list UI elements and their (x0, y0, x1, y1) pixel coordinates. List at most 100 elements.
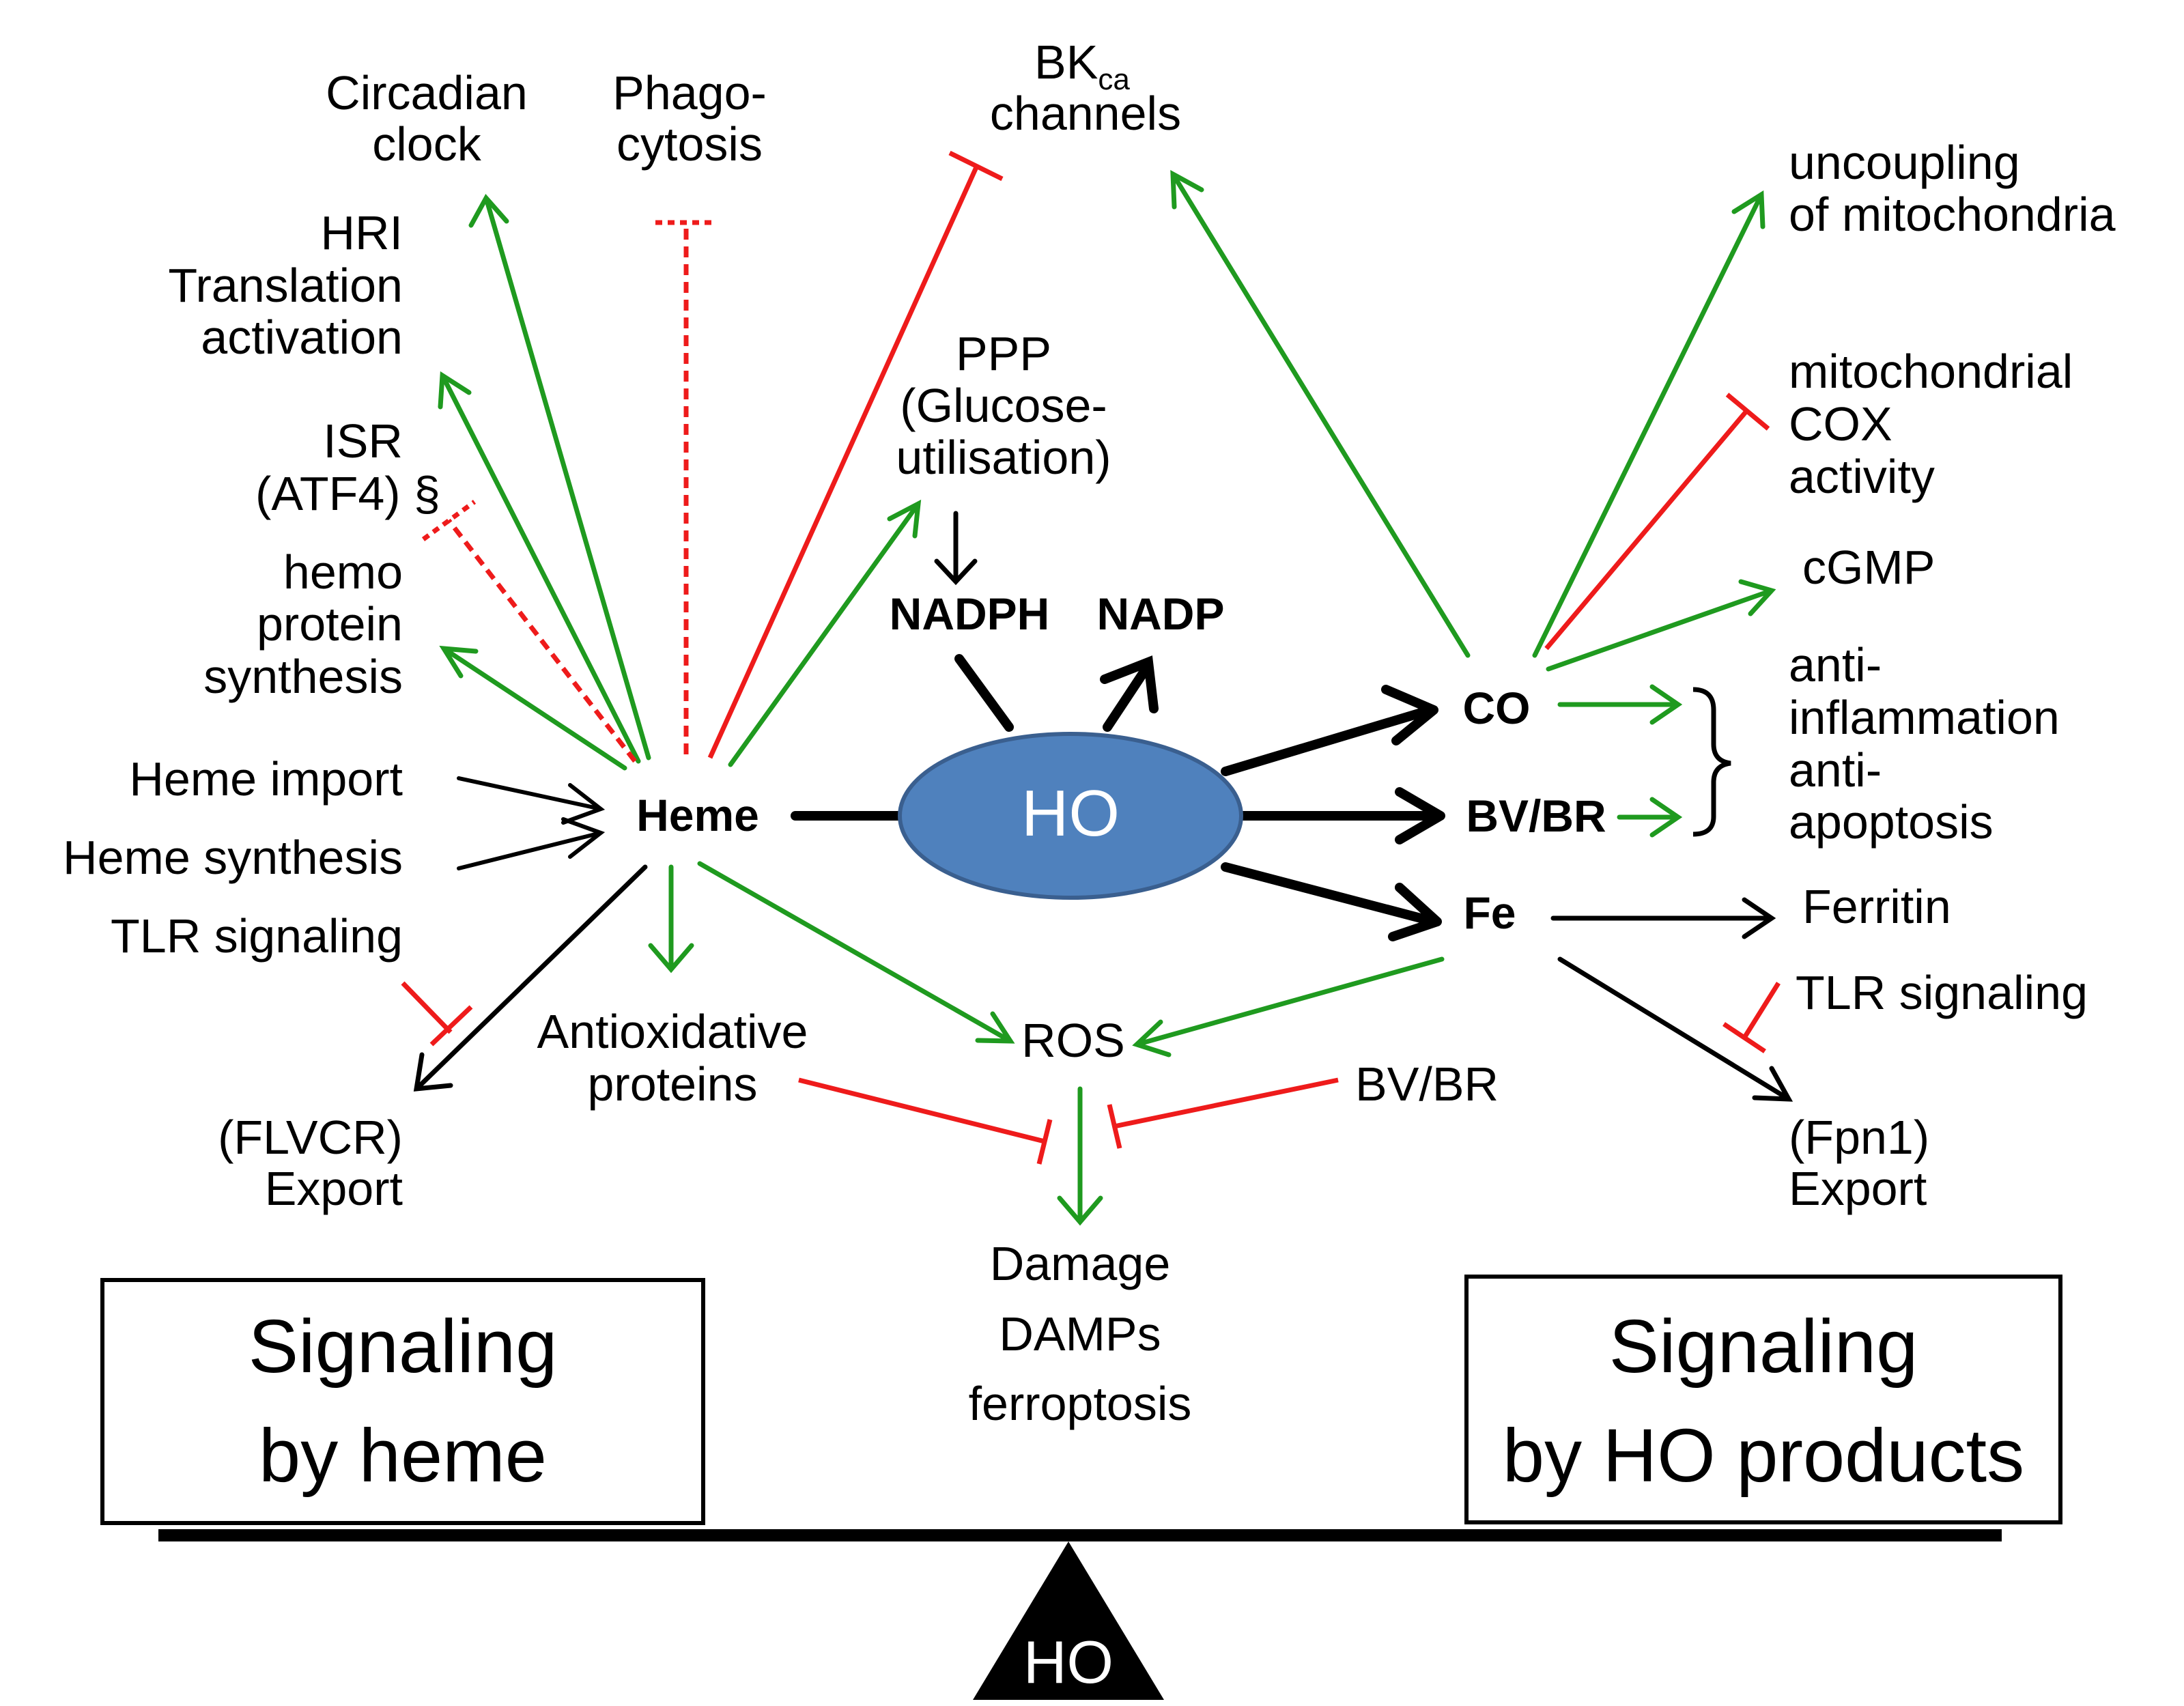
svg-text:proteins: proteins (587, 1057, 757, 1111)
heme-import-label: Heme import (129, 752, 403, 806)
cox-activity-label: mitochondrial COX activity (1789, 345, 2073, 503)
svg-text:channels: channels (990, 87, 1181, 140)
signaling-by-heme-line1: Signaling (249, 1305, 558, 1389)
arrow-ho-to-fe (1221, 862, 1442, 941)
arrow-co-to-cgmp (1546, 579, 1776, 672)
bvbr-node: BV/BR (1466, 791, 1606, 841)
svg-text:Phago-: Phago- (612, 66, 767, 119)
svg-text:Circadian: Circadian (326, 66, 528, 119)
inhibit-tlr-flvcr (401, 981, 473, 1047)
inhibit-bvbr-ros (1107, 1077, 1339, 1149)
inhibition-lines (401, 150, 1781, 1165)
ho-enzyme (898, 732, 1243, 900)
nadph-node: NADPH (890, 588, 1050, 639)
heme-node: Heme (636, 790, 759, 840)
uncoupling-label: uncoupling of mitochondria (1789, 136, 2116, 241)
circadian-label: Circadian clock (326, 66, 528, 171)
svg-text:DAMPs: DAMPs (999, 1307, 1161, 1361)
inhibit-heme-bk (707, 150, 1004, 759)
antioxidative-label: Antioxidative proteins (537, 1005, 808, 1111)
svg-text:uncoupling: uncoupling (1789, 136, 2020, 189)
svg-text:activity: activity (1789, 450, 1935, 503)
phagocytosis-label: Phago- cytosis (612, 66, 767, 171)
fe-node: Fe (1463, 887, 1516, 938)
signaling-by-heme-line2: by heme (259, 1414, 547, 1498)
arrow-ho-to-bvbr (1236, 787, 1445, 844)
svg-text:ferroptosis: ferroptosis (969, 1377, 1192, 1430)
arrow-bvbr-to-antiinf (1617, 797, 1683, 838)
fpn1-export-label: (Fpn1) Export (1789, 1111, 1929, 1215)
flvcr-export-label: (FLVCR) Export (218, 1111, 403, 1215)
svg-text:cytosis: cytosis (616, 117, 763, 171)
svg-text:utilisation): utilisation) (896, 431, 1111, 484)
arrow-ho-to-co (1221, 685, 1438, 776)
svg-text:activation: activation (201, 311, 403, 364)
arrow-co-to-uncoupling (1532, 190, 1765, 658)
svg-text:synthesis: synthesis (203, 650, 403, 703)
inhibit-co-cox (1544, 393, 1770, 651)
antiinf-brace (1692, 687, 1731, 837)
svg-text:(Fpn1): (Fpn1) (1789, 1111, 1929, 1164)
activation-arrows (438, 169, 1776, 1226)
arrow-heme-to-ppp (728, 499, 922, 767)
tlr-signaling-left-label: TLR signaling (111, 909, 403, 963)
svg-text:anti-: anti- (1789, 638, 1882, 692)
inhibit-heme-isr-bar (421, 500, 477, 541)
svg-text:(ATF4) §: (ATF4) § (255, 467, 440, 520)
svg-text:Export: Export (265, 1162, 403, 1215)
damage-label: Damage DAMPs ferroptosis (969, 1237, 1192, 1430)
svg-text:HRI: HRI (320, 206, 403, 259)
svg-text:protein: protein (257, 597, 403, 651)
flow-arrows (413, 511, 1793, 1102)
svg-text:(Glucose-: (Glucose- (900, 379, 1107, 432)
antiinflammation-label: anti- inflammation anti- apoptosis (1789, 638, 2060, 849)
co-node: CO (1463, 683, 1531, 733)
arrow-fe-to-fpn1 (1557, 956, 1793, 1102)
line-nadph-to-ho (954, 654, 1014, 732)
arrow-heme-to-hemo (439, 645, 627, 771)
inhibit-tlr-fpn1 (1722, 982, 1781, 1053)
arrow-heme-to-ros (697, 861, 1015, 1044)
inhibit-antiox-ros (798, 1077, 1053, 1165)
tlr-signaling-right-label: TLR signaling (1796, 966, 2088, 1019)
arrow-co-to-bk (1170, 169, 1471, 658)
arrow-heme-to-hri (438, 371, 641, 764)
svg-text:hemo: hemo (283, 545, 403, 599)
arrow-fe-to-ros (1132, 956, 1445, 1057)
arrow-synthesis-to-heme (457, 817, 606, 870)
arrow-ppp-to-nadph (934, 511, 978, 586)
svg-text:apoptosis: apoptosis (1789, 795, 1994, 849)
arrow-fe-to-ferritin (1550, 897, 1776, 939)
svg-text:clock: clock (372, 117, 481, 171)
arrow-heme-to-flvcr (413, 864, 648, 1092)
bvbr-right-label: BV/BR (1355, 1057, 1499, 1111)
svg-text:inflammation: inflammation (1789, 691, 2060, 744)
signaling-by-ho-line1: Signaling (1609, 1305, 1918, 1389)
bkca-label: BKca channels (990, 35, 1181, 140)
hri-label: HRI Translation activation (168, 206, 403, 364)
inhibit-heme-isr (446, 518, 637, 763)
balance-beam (158, 1529, 2002, 1541)
svg-text:PPP: PPP (956, 327, 1051, 380)
ppp-label: PPP (Glucose- utilisation) (896, 327, 1111, 484)
arrow-heme-to-antioxidative (648, 864, 694, 973)
signaling-by-ho-products-box (1464, 1275, 2062, 1524)
arrow-import-to-heme (457, 776, 606, 825)
fulcrum-label: HO (1023, 1628, 1114, 1696)
svg-text:COX: COX (1789, 397, 1892, 451)
svg-text:Translation: Translation (168, 259, 403, 312)
signaling-by-heme-box (100, 1278, 705, 1525)
arrow-heme-to-circadian (468, 193, 651, 760)
svg-text:Export: Export (1789, 1162, 1927, 1215)
fulcrum-triangle (973, 1541, 1164, 1700)
ho-enzyme-label: HO (1021, 777, 1120, 850)
arrow-ho-to-nadp (1100, 655, 1159, 732)
svg-text:anti-: anti- (1789, 743, 1882, 797)
svg-text:mitochondrial: mitochondrial (1789, 345, 2073, 398)
signaling-by-ho-line2: by HO products (1503, 1414, 2024, 1498)
arrow-co-to-antiinf (1557, 684, 1683, 725)
svg-text:Damage: Damage (990, 1237, 1171, 1290)
heme-synthesis-label: Heme synthesis (63, 831, 403, 884)
svg-text:(FLVCR): (FLVCR) (218, 1111, 403, 1164)
